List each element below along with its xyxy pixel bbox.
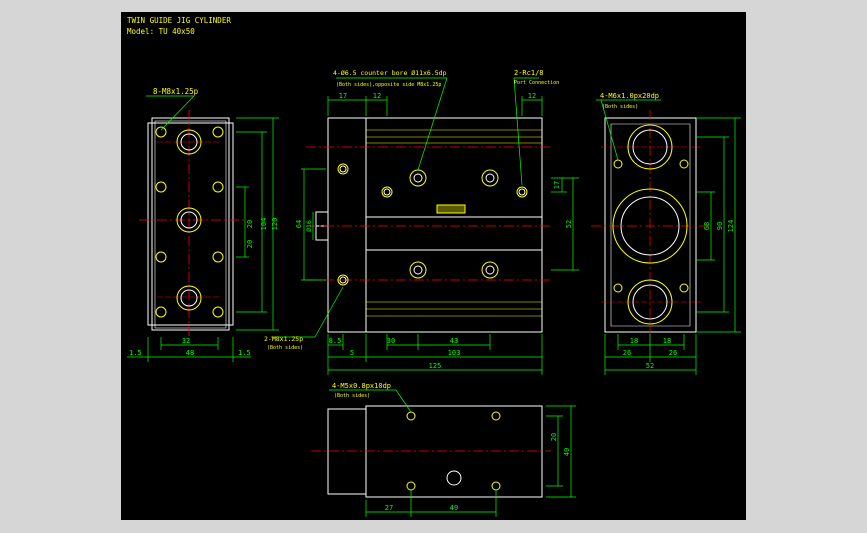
bottom-dim-hole-pitch-h: 49 — [450, 504, 458, 512]
drawing-model: Model: TU 40x50 — [127, 27, 195, 36]
side-counterbore-callout-sub: (Both sides),opposite side M8x1.25p — [336, 82, 441, 88]
end-dim-hole-right: 18 — [663, 337, 671, 345]
front-dim-bolt-span: 32 — [182, 337, 190, 345]
front-dim-lower-pitch: 20 — [246, 240, 254, 248]
side-dim-rod-dia: Ø16 — [305, 220, 313, 232]
side-dim-counterbore-offset: 12 — [373, 92, 381, 100]
bottom-tap-callout-sub: (Both sides) — [334, 393, 370, 399]
side-dim-plate-thick: 17 — [339, 92, 347, 100]
side-dim-body-length: 103 — [448, 349, 461, 357]
end-dim-hole-left: 18 — [630, 337, 638, 345]
side-dim-port-pitch: 17 — [553, 181, 561, 189]
cad-drawing: TWIN GUIDE JIG CYLINDER Model: TU 40x50 — [127, 16, 741, 517]
end-dim-height-outer: 124 — [727, 220, 735, 233]
side-plate-callout: 2-M8x1.25p — [264, 335, 303, 343]
front-dim-height-outer: 120 — [271, 218, 279, 231]
bottom-dim-first-hole: 27 — [385, 504, 393, 512]
bottom-tap-callout: 4-M5x0.8px10dp — [332, 382, 391, 390]
end-dim-hole-span: 68 — [703, 222, 711, 230]
cad-drawing-canvas: TWIN GUIDE JIG CYLINDER Model: TU 40x50 — [121, 12, 746, 520]
front-dim-overhang-left: 1.5 — [129, 349, 142, 357]
side-dim-first-hole: 30 — [387, 337, 395, 345]
side-view-dims — [271, 77, 579, 375]
front-dim-height-inner: 104 — [260, 218, 268, 231]
side-plate-callout-sub: (Both sides) — [267, 345, 303, 351]
end-dim-center-left: 26 — [623, 349, 631, 357]
side-dim-port-offset: 12 — [528, 92, 536, 100]
front-dim-overhang-right: 1.5 — [238, 349, 251, 357]
end-dim-height-inner: 90 — [716, 222, 724, 230]
end-dim-width: 52 — [646, 362, 654, 370]
front-dim-upper-pitch: 20 — [246, 220, 254, 228]
end-view-dims — [596, 99, 741, 375]
end-tap-callout: 4-M6x1.0px20dp — [600, 92, 659, 100]
end-tap-callout-sub: (Both sides) — [602, 104, 638, 110]
side-counterbore-callout: 4-Ø6.5 counter bore Ø11x6.5dp — [333, 69, 447, 77]
side-dim-hole-pitch: 43 — [450, 337, 458, 345]
side-dim-plate-gap: 8.5 — [329, 337, 342, 345]
front-dim-width: 48 — [186, 349, 194, 357]
bottom-view-dims — [329, 389, 576, 517]
side-view — [306, 117, 551, 333]
side-dim-port-height: 52 — [565, 220, 573, 228]
end-view — [591, 110, 711, 342]
front-bolt-holes — [155, 126, 224, 318]
bottom-view — [311, 405, 551, 498]
side-dim-guide-span: 64 — [295, 220, 303, 228]
front-view — [139, 110, 246, 337]
side-dim-overall-length: 125 — [429, 362, 442, 370]
end-view-bores — [612, 124, 689, 325]
side-dim-body-offset: 5 — [350, 349, 354, 357]
side-port-callout-sub: Port Connection — [514, 80, 559, 86]
side-port-callout: 2-Rc1/8 — [514, 69, 544, 77]
end-dim-center-right: 26 — [669, 349, 677, 357]
drawing-title: TWIN GUIDE JIG CYLINDER — [127, 16, 231, 25]
bottom-dim-hole-pitch-v: 20 — [550, 433, 558, 441]
bottom-dim-height: 40 — [563, 448, 571, 456]
front-view-dims — [127, 95, 279, 362]
side-view-holes — [337, 163, 528, 286]
front-bolt-callout: 8-M8x1.25p — [153, 87, 199, 96]
